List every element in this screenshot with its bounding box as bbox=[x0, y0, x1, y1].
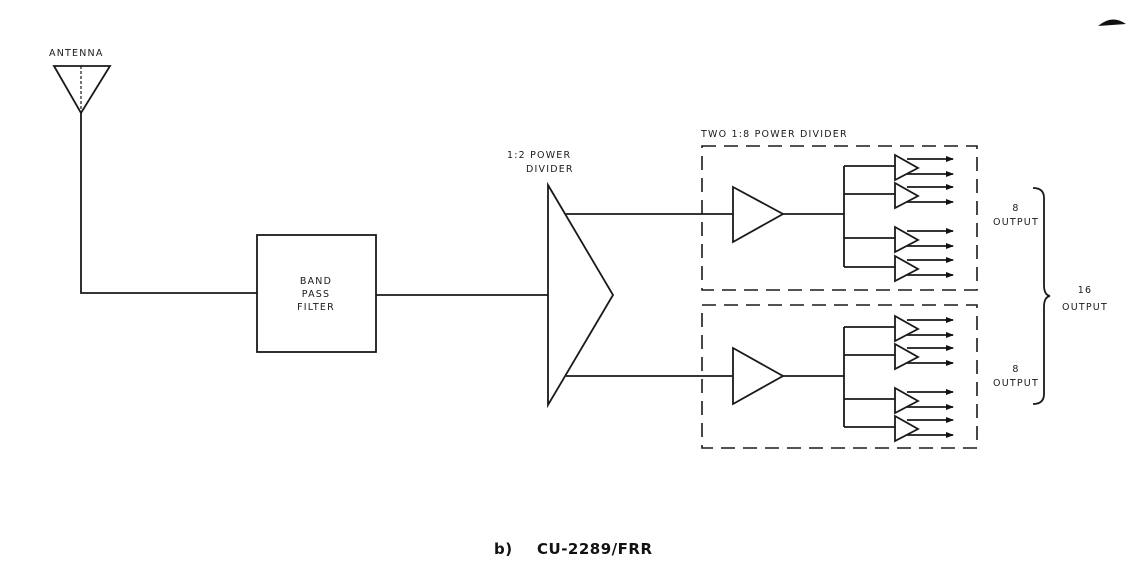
filter-label-line1: BAND bbox=[300, 276, 332, 287]
upper-splitter-icon bbox=[894, 153, 920, 182]
band-pass-filter: BAND PASS FILTER bbox=[256, 234, 377, 353]
upper-splitter-icon bbox=[894, 254, 920, 283]
filter-box bbox=[256, 234, 377, 353]
upper-branches bbox=[844, 153, 954, 283]
total-output-label: OUTPUT bbox=[1062, 302, 1108, 313]
output-brace bbox=[1032, 187, 1051, 405]
divider-label-line2: DIVIDER bbox=[526, 164, 574, 175]
group-label: TWO 1:8 POWER DIVIDER bbox=[700, 129, 848, 140]
upper-splitter-icon bbox=[894, 225, 920, 254]
lower-splitter-icon bbox=[894, 314, 920, 343]
filter-label-line2: PASS bbox=[302, 289, 330, 300]
lower-splitter-icon bbox=[894, 414, 920, 443]
upper-dashed-box bbox=[701, 145, 978, 291]
lower-splitter-icon bbox=[894, 342, 920, 371]
corner-mark bbox=[1098, 19, 1126, 26]
antenna-icon bbox=[52, 65, 112, 115]
upper-splitter-icon bbox=[894, 181, 920, 210]
caption-title: CU-2289/FRR bbox=[537, 540, 653, 558]
power-divider-1-8-lower bbox=[701, 304, 978, 449]
upper-amp-icon bbox=[732, 185, 785, 244]
lower-branches bbox=[844, 314, 954, 443]
lower-output-label: OUTPUT bbox=[993, 378, 1039, 389]
lower-output-count: 8 bbox=[1012, 364, 1019, 375]
lower-splitter-icon bbox=[894, 386, 920, 415]
power-divider-1-2: 1:2 POWER DIVIDER bbox=[507, 150, 615, 409]
antenna: ANTENNA bbox=[49, 48, 112, 115]
total-output-count: 16 bbox=[1078, 285, 1093, 296]
upper-output-count: 8 bbox=[1012, 203, 1019, 214]
wire-antenna-to-filter bbox=[80, 113, 257, 294]
lower-dashed-box bbox=[701, 304, 978, 449]
lower-amp-icon bbox=[732, 346, 785, 406]
caption-letter: b) bbox=[494, 540, 513, 558]
filter-label-line3: FILTER bbox=[297, 302, 335, 313]
divider-triangle-icon bbox=[547, 181, 615, 409]
divider-label-line1: 1:2 POWER bbox=[507, 150, 571, 161]
upper-output-label: OUTPUT bbox=[993, 217, 1039, 228]
power-divider-1-8-upper bbox=[701, 145, 978, 291]
antenna-label: ANTENNA bbox=[49, 48, 104, 59]
